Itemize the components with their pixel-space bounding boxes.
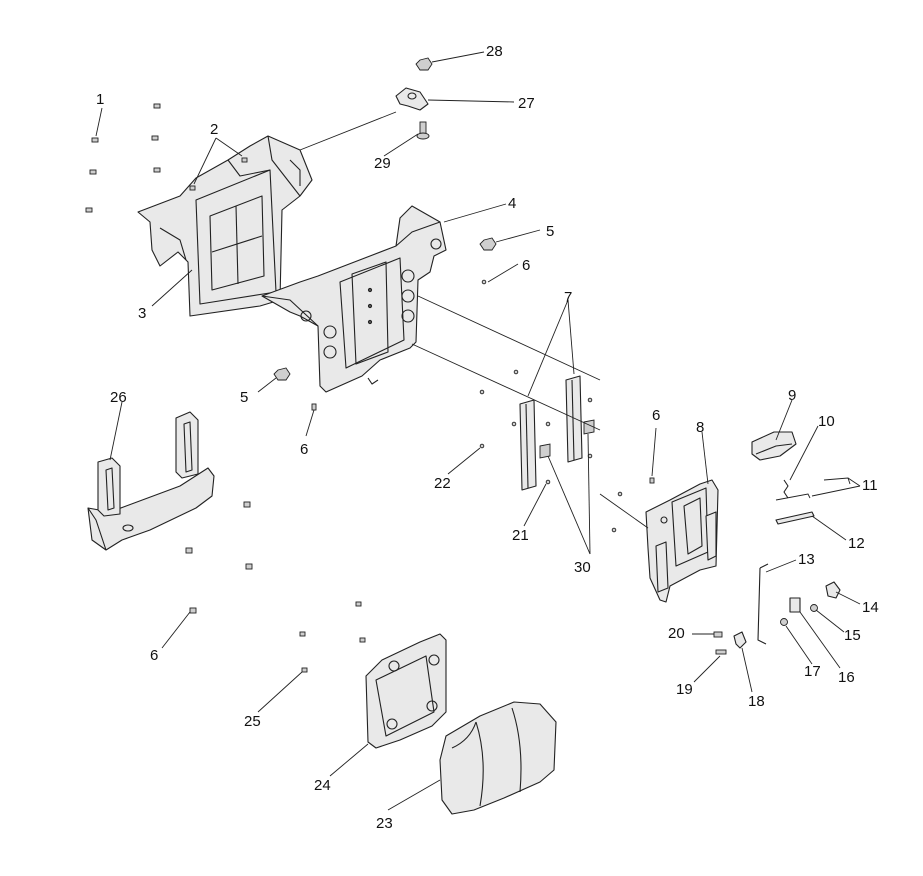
- callout-4: 4: [508, 195, 516, 212]
- part-16-plate: [789, 597, 801, 613]
- callout-13: 13: [798, 551, 815, 568]
- part-26-slide-tube: [87, 411, 215, 551]
- callout-17: 17: [804, 663, 821, 680]
- part-23-cushion: [439, 701, 557, 815]
- callout-9: 9: [788, 387, 796, 404]
- callout-12: 12: [848, 535, 865, 552]
- callout-6a: 6: [522, 257, 530, 274]
- callout-29: 29: [374, 155, 391, 172]
- part-12-rod: [775, 511, 815, 525]
- fasteners: [85, 103, 655, 673]
- part-29-stud: [416, 121, 430, 140]
- callout-5a: 5: [546, 223, 554, 240]
- callout-27: 27: [518, 95, 535, 112]
- callout-5b: 5: [240, 389, 248, 406]
- part-19-bolt: [715, 649, 727, 655]
- assembly-lines: [299, 111, 649, 529]
- part-4-seat-frame: [261, 205, 447, 393]
- callout-10: 10: [818, 413, 835, 430]
- callout-20: 20: [668, 625, 685, 642]
- callout-23: 23: [376, 815, 393, 832]
- callout-labels: 1 2 3 4 5 5 6 6 6 6 7 8 9 10 11 12 13 14…: [96, 43, 879, 832]
- part-27-clamp: [395, 87, 429, 111]
- callout-22: 22: [434, 475, 451, 492]
- callout-16: 16: [838, 669, 855, 686]
- part-20-bolt: [713, 631, 723, 638]
- part-28-nut: [415, 57, 433, 71]
- callout-15: 15: [844, 627, 861, 644]
- part-18-bracket: [733, 631, 747, 649]
- callout-21: 21: [512, 527, 529, 544]
- callout-6b: 6: [300, 441, 308, 458]
- part-24-back-panel: [365, 633, 447, 749]
- callout-24: 24: [314, 777, 331, 794]
- callout-18: 18: [748, 693, 765, 710]
- callout-1: 1: [96, 91, 104, 108]
- callout-26: 26: [110, 389, 127, 406]
- part-13-lever: [757, 563, 769, 645]
- callout-6c: 6: [652, 407, 660, 424]
- callout-25: 25: [244, 713, 261, 730]
- part-7-slide-rails: [519, 375, 595, 491]
- callout-30: 30: [574, 559, 591, 576]
- part-8-seat-bracket: [645, 479, 719, 603]
- callout-19: 19: [676, 681, 693, 698]
- callout-8: 8: [696, 419, 704, 436]
- callout-28: 28: [486, 43, 503, 60]
- part-9-handle: [751, 431, 797, 461]
- callout-11: 11: [862, 477, 878, 494]
- callout-7: 7: [564, 289, 572, 306]
- part-10-spring: [783, 479, 789, 499]
- part-17-nut: [780, 618, 788, 626]
- callout-2: 2: [210, 121, 218, 138]
- callout-leaders: [95, 51, 861, 811]
- callout-6d: 6: [150, 647, 158, 664]
- part-14-latch: [825, 581, 841, 599]
- callout-14: 14: [862, 599, 879, 616]
- callout-3: 3: [138, 305, 146, 322]
- part-15-washer: [810, 604, 818, 612]
